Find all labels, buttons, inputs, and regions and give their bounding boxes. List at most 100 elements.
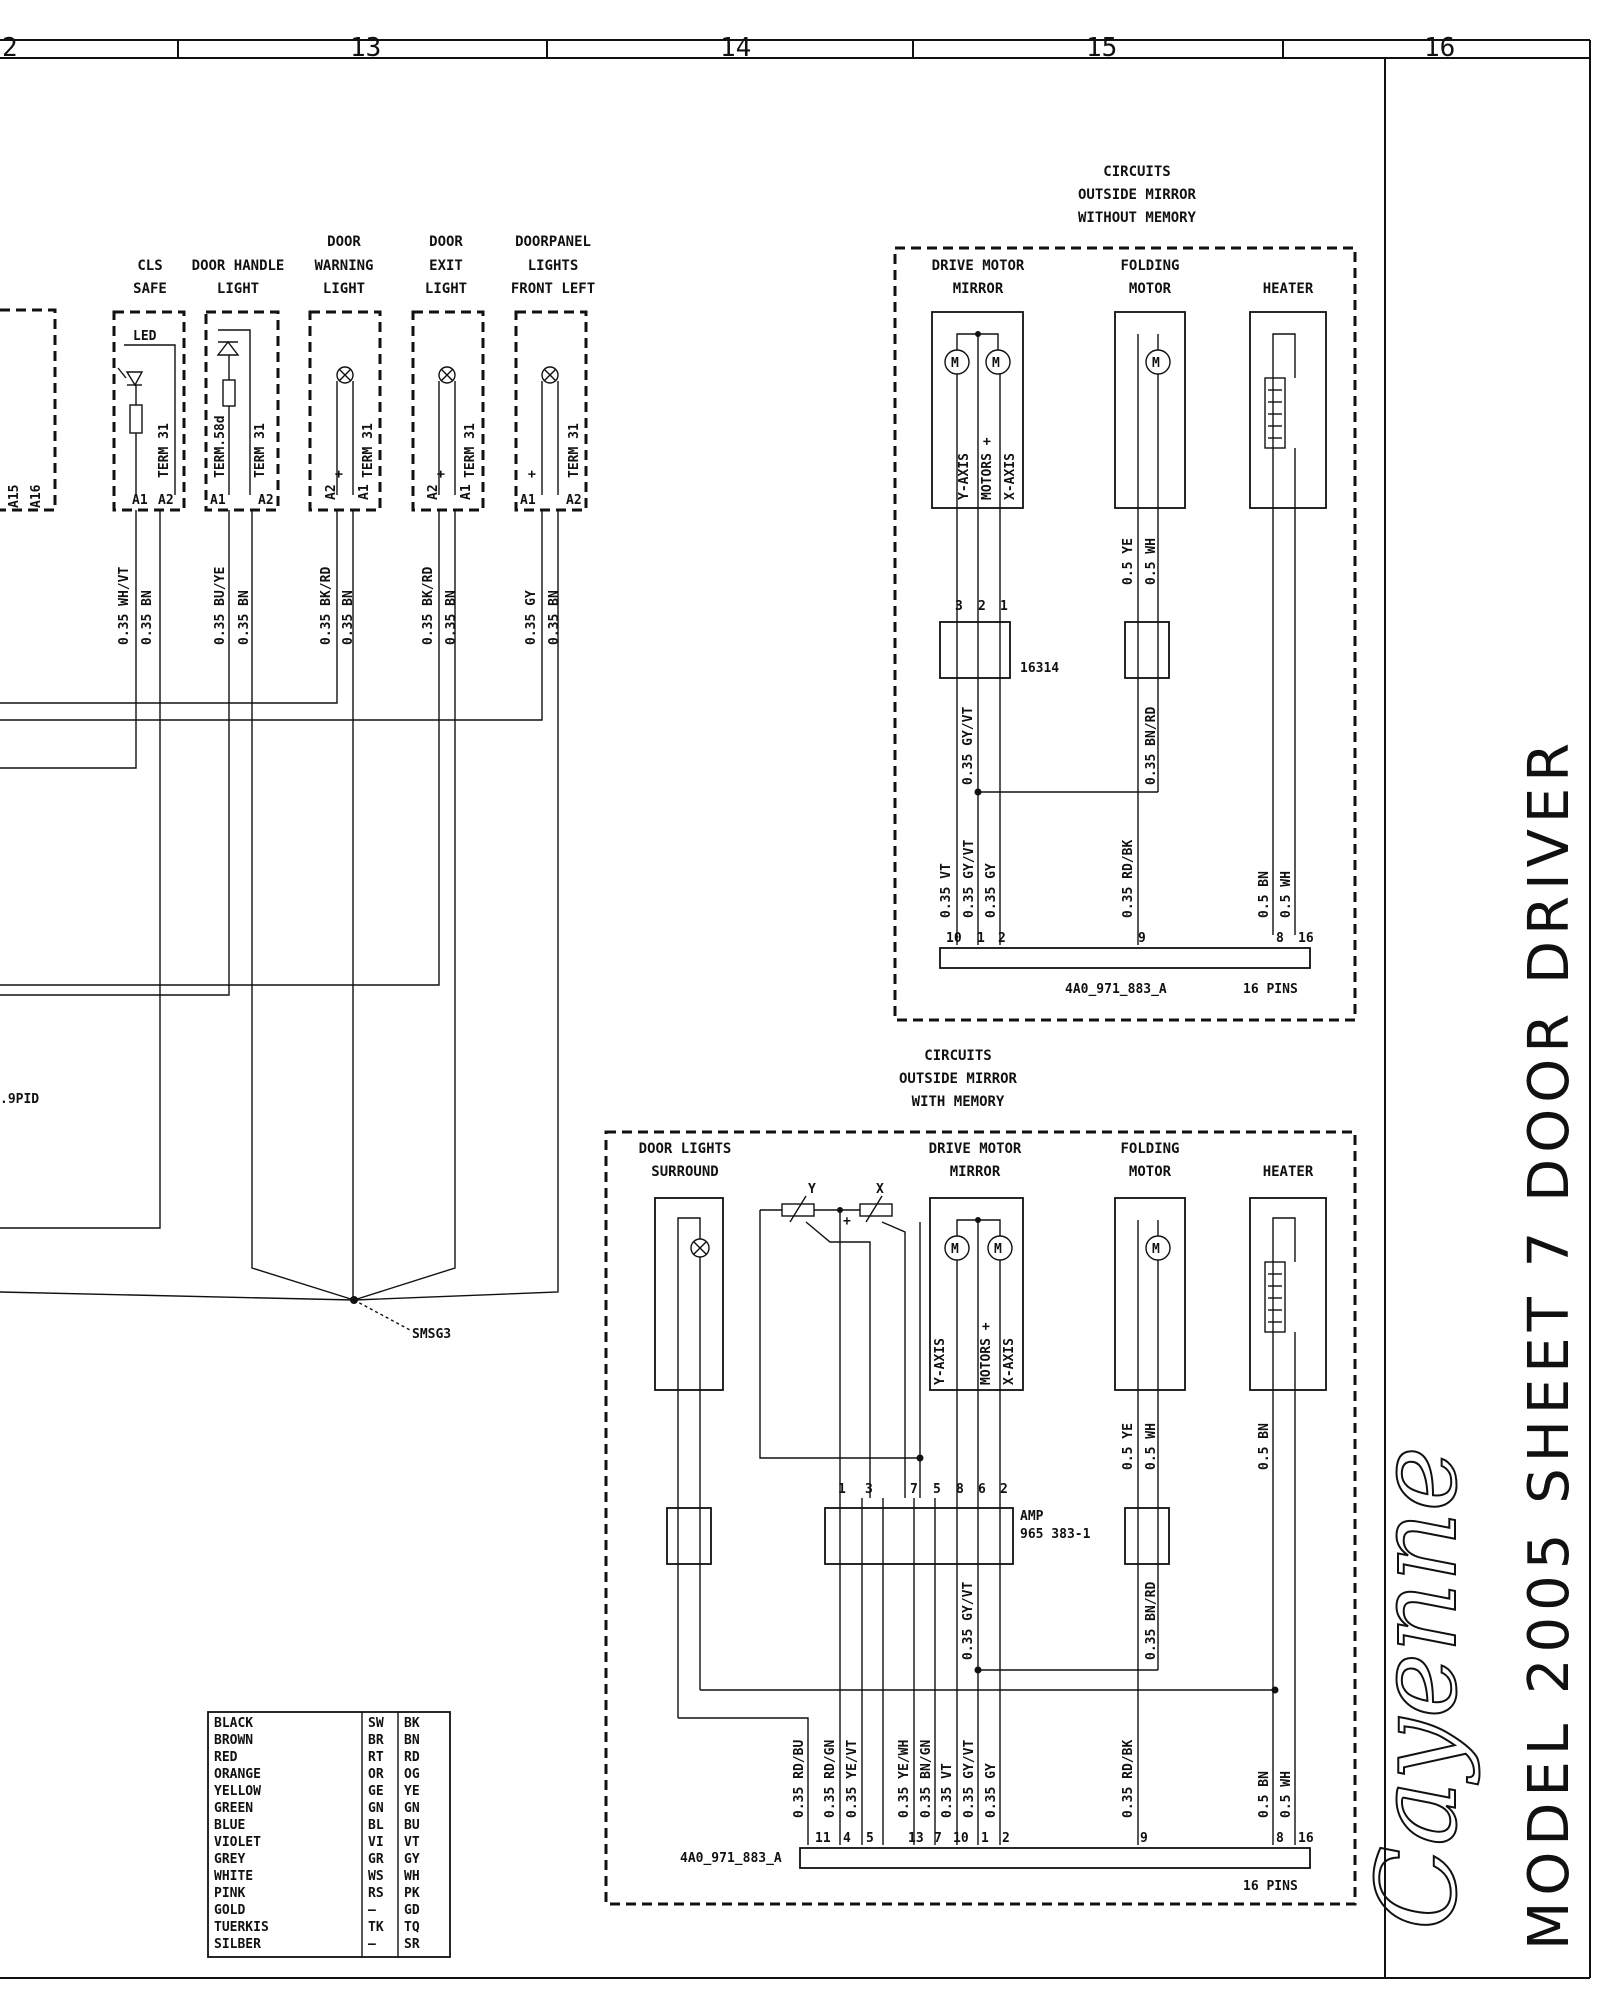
splice-label: SMSG3 <box>412 1327 451 1342</box>
legend-color-code: OG <box>404 1767 420 1782</box>
column-number: 15 <box>1086 33 1117 63</box>
legend-color-name: YELLOW <box>214 1784 261 1799</box>
wire-label: 0.35 GY <box>984 863 999 918</box>
legend-color-code: GE <box>368 1784 384 1799</box>
legend-color-code: OR <box>368 1767 384 1782</box>
legend-color-name: RED <box>214 1750 238 1765</box>
folding-motor-title: MOTOR <box>1129 1164 1172 1180</box>
connector-id: 16314 <box>1020 661 1059 676</box>
term-label: TERM 31 <box>157 423 172 478</box>
legend-color-name: BROWN <box>214 1733 253 1748</box>
left-module-partial: A15 A16 <box>0 308 57 512</box>
legend-color-name: GREEN <box>214 1801 253 1816</box>
pin-number: 13 <box>908 1831 924 1846</box>
component-title: FRONT LEFT <box>511 281 595 297</box>
drive-motor-title: DRIVE MOTOR <box>932 258 1025 274</box>
led-label: LED <box>133 329 157 344</box>
group-title: OUTSIDE MIRROR <box>899 1071 1018 1087</box>
column-number: 13 <box>350 33 381 63</box>
pin-label: A2 <box>566 493 582 508</box>
legend-color-name: BLUE <box>214 1818 245 1833</box>
legend-color-code: PK <box>404 1886 420 1901</box>
component-title: LIGHT <box>323 281 365 297</box>
drive-motor-title: DRIVE MOTOR <box>929 1141 1022 1157</box>
legend-color-name: WHITE <box>214 1869 253 1884</box>
legend-color-code: BU <box>404 1818 420 1833</box>
legend-color-code: YE <box>404 1784 420 1799</box>
pin-number: 1 <box>838 1482 846 1497</box>
wire-label: 0.35 YE/WH <box>897 1740 912 1818</box>
wire-label: 0.35 RD/BK <box>1121 1740 1136 1818</box>
pin-number: 10 <box>946 931 962 946</box>
pin-number: 3 <box>865 1482 873 1497</box>
wire-label: 0.35 BK/RD <box>421 567 436 645</box>
wire-label: 0.35 BN <box>237 590 252 645</box>
heater-title: HEATER <box>1263 281 1314 297</box>
legend-color-code: WS <box>368 1869 384 1884</box>
wire-label: 0.5 YE <box>1121 1423 1136 1470</box>
wire-label: 0.5 WH <box>1279 1771 1294 1818</box>
legend-color-code: TQ <box>404 1920 420 1935</box>
wire-label: 0.35 GY <box>984 1763 999 1818</box>
wire-label: 0.5 YE <box>1121 538 1136 585</box>
drive-motor-title: MIRROR <box>953 281 1004 297</box>
column-number: 2 <box>2 33 18 63</box>
pin-number: 1 <box>981 1831 989 1846</box>
folding-motor-title: FOLDING <box>1120 1141 1179 1157</box>
pin-number: 6 <box>978 1482 986 1497</box>
wire-label: 0.35 BN/RD <box>1144 1582 1159 1660</box>
term-label: TERM 31 <box>361 423 376 478</box>
pin-number: 3 <box>955 599 963 614</box>
wire-label: 0.35 BU/YE <box>213 567 228 645</box>
group-title: WITH MEMORY <box>912 1094 1005 1110</box>
legend-color-code: BL <box>368 1818 384 1833</box>
pin-number: 16 <box>1298 931 1314 946</box>
pin-label: MOTORS + <box>980 437 995 500</box>
component-title: SAFE <box>133 281 167 297</box>
wire-label: 0.5 WH <box>1144 1423 1159 1470</box>
group-title: OUTSIDE MIRROR <box>1078 187 1197 203</box>
legend-color-name: SILBER <box>214 1937 261 1952</box>
term-label: TERM 31 <box>253 423 268 478</box>
legend-color-code: BK <box>404 1716 420 1731</box>
term-label: + <box>525 470 540 478</box>
pin-number: 2 <box>978 599 986 614</box>
wire-label: 0.35 BK/RD <box>319 567 334 645</box>
pin-label: A15 <box>7 485 22 508</box>
component-title: DOOR <box>429 234 463 250</box>
legend-color-code: TK <box>368 1920 384 1935</box>
legend-color-code: GD <box>404 1903 420 1918</box>
pin-label: A2 <box>258 493 274 508</box>
pin-number: 1 <box>977 931 985 946</box>
heater-title: HEATER <box>1263 1164 1314 1180</box>
pin-number: 10 <box>953 1831 969 1846</box>
component-title: WARNING <box>314 258 373 274</box>
wire-label: 0.35 BN/GN <box>919 1740 934 1818</box>
wire-label: 0.35 RD/BK <box>1121 840 1136 918</box>
folding-motor-title: MOTOR <box>1129 281 1172 297</box>
pin-number: 5 <box>866 1831 874 1846</box>
legend-color-code: BN <box>404 1733 420 1748</box>
legend-color-code: SW <box>368 1716 384 1731</box>
component-title: DOORPANEL <box>515 234 591 250</box>
term-label: + <box>332 470 347 478</box>
pin-label: Y-AXIS <box>933 1338 948 1385</box>
wire-label: 0.35 GY/VT <box>961 1582 976 1660</box>
wire-label: 0.35 RD/BU <box>792 1740 807 1818</box>
door-warning-light-component: DOOR WARNING LIGHT + TERM 31 A2 A1 0.35 … <box>308 234 382 645</box>
pin-label: A2 <box>324 484 339 500</box>
motor-m-symbol: M <box>1152 356 1160 371</box>
legend-color-code: WH <box>404 1869 420 1884</box>
legend-color-code: GN <box>404 1801 420 1816</box>
legend-color-code: GR <box>368 1852 384 1867</box>
motor-m-symbol: M <box>992 356 1000 371</box>
pin-label: A1 <box>132 493 148 508</box>
wire-label: 0.35 RD/GN <box>823 1740 838 1818</box>
component-title: CLS <box>137 258 162 274</box>
legend-color-name: BLACK <box>214 1716 253 1731</box>
cls-safe-component: CLS SAFE LED TERM 31 A1 A2 0.35 WH/VT 0.… <box>112 258 186 645</box>
legend-color-code: SR <box>404 1937 420 1952</box>
term-label: TERM.58d <box>213 415 228 478</box>
pin-label: A1 <box>520 493 536 508</box>
